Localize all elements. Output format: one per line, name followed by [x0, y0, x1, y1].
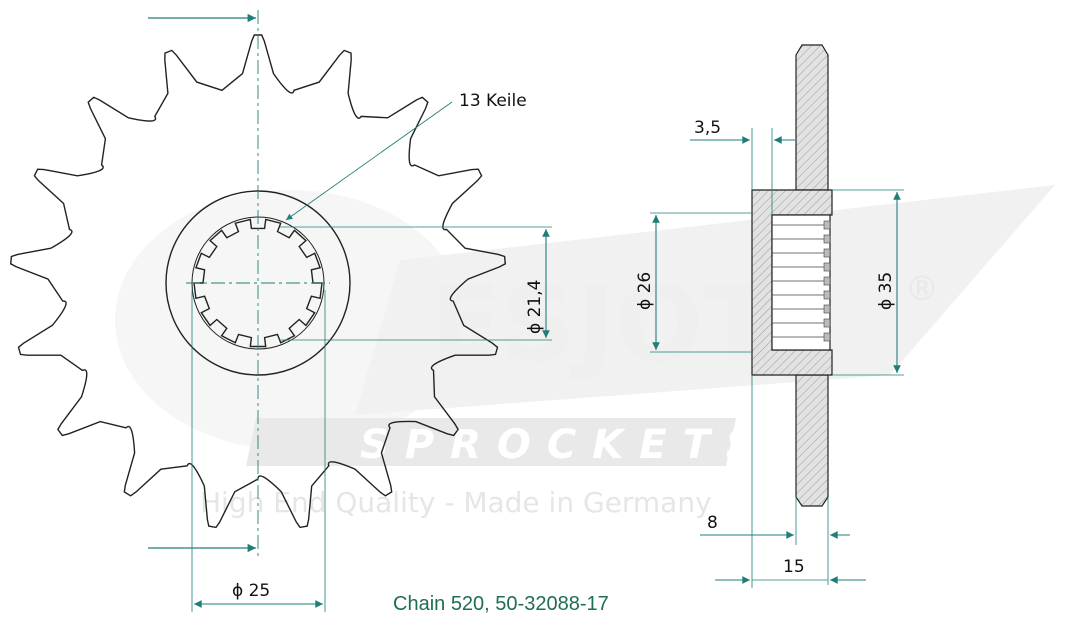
part-caption: Chain 520, 50-32088-17 — [393, 593, 609, 615]
spline-tooth-edge — [823, 220, 831, 230]
outer-hub-diameter-label: ϕ 35 — [876, 272, 896, 310]
spline-outline — [193, 218, 323, 348]
spline-tooth-edge — [823, 332, 831, 342]
watermark-tagline: High End Quality - Made in Germany — [200, 486, 712, 519]
sprocket-side-view — [751, 44, 833, 507]
watermark-subtitle: SPROCKETS — [360, 422, 771, 468]
tooth-width-label: 8 — [707, 513, 718, 533]
bore-diameter-label: ϕ 25 — [232, 581, 270, 601]
watermark-band — [355, 185, 1055, 415]
lower-tooth-section — [795, 374, 829, 507]
bore-section — [771, 214, 831, 351]
spline-tooth-edge — [823, 318, 831, 328]
sprocket-front-view — [9, 10, 507, 560]
spline-tooth-edge — [823, 290, 831, 300]
spline-tooth-edge — [823, 234, 831, 244]
spline-tooth-edge — [823, 262, 831, 272]
splines-label: 13 Keile — [459, 91, 527, 111]
splines-leader — [285, 101, 453, 221]
spline-lines — [772, 220, 831, 342]
side-dimensions: 3,5 ϕ 26 ϕ 35 8 15 — [635, 118, 904, 588]
watermark: ESJOT ® SPROCKETS High End Quality - Mad… — [115, 185, 1055, 519]
spline-tooth-edge — [823, 276, 831, 286]
spline-tooth-edge — [823, 248, 831, 258]
watermark-brand: ESJOT — [430, 263, 774, 385]
hub-diameter-label: ϕ 26 — [635, 272, 655, 310]
watermark-registered: ® — [905, 269, 939, 309]
spline-tooth-edge — [823, 304, 831, 314]
watermark-subtitle-band — [245, 418, 737, 466]
flange-offset-label: 3,5 — [694, 118, 721, 138]
hub-width-label: 15 — [783, 557, 805, 577]
spline-diameter-label: ϕ 21,4 — [525, 280, 545, 334]
sprocket-outline — [9, 34, 507, 529]
upper-tooth-section — [795, 44, 829, 191]
front-dimensions: 13 Keile ϕ 21,4 ϕ 25 — [148, 13, 552, 612]
